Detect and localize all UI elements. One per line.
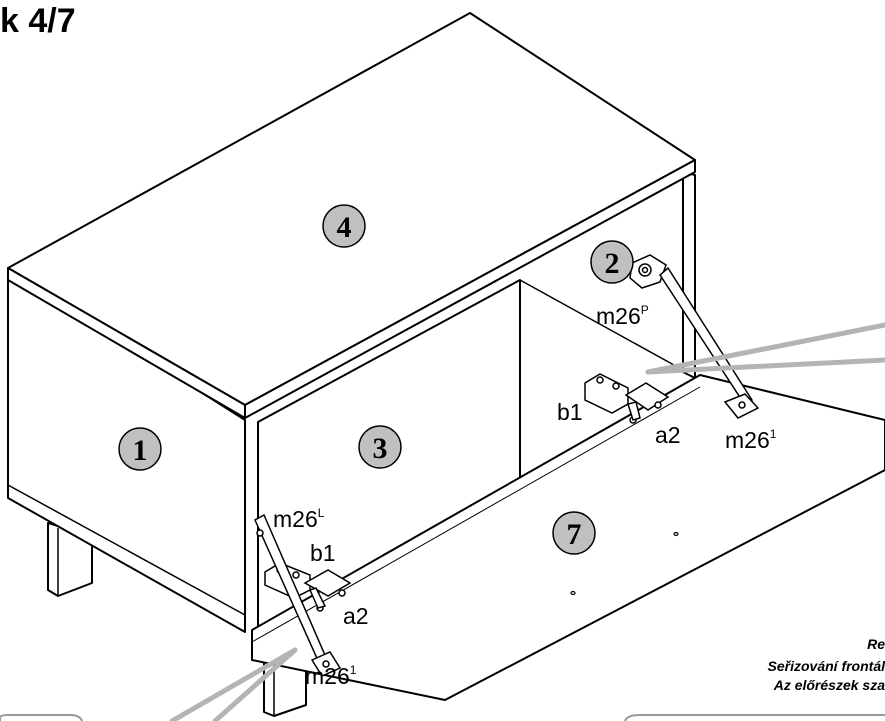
step-title: k 4/7 <box>0 2 76 40</box>
label-m26l: m26L <box>273 506 325 532</box>
part-2-marker <box>590 240 634 284</box>
stay-arm-left <box>254 513 342 677</box>
part-3-label: 3 <box>373 432 388 465</box>
part-4-label: 4 <box>337 211 352 244</box>
side-panel-right <box>682 171 696 379</box>
part-7-marker <box>552 511 596 555</box>
callout-frame-right <box>624 714 885 721</box>
part-1-label: 1 <box>133 434 148 467</box>
part-2-label: 2 <box>605 247 620 280</box>
part-3-marker <box>358 425 402 469</box>
label-a2-right: a2 <box>655 422 681 448</box>
note-line-2: Seřizování frontál <box>767 658 885 674</box>
label-b1-right: b1 <box>557 399 583 425</box>
label-m26-1-left: m261 <box>305 663 357 689</box>
label-b1-left: b1 <box>310 540 336 566</box>
part-4-marker <box>322 204 366 248</box>
hinge-right <box>584 373 670 424</box>
part-1-marker <box>118 427 162 471</box>
callout-frame-left <box>0 714 83 721</box>
note-line-3: Az előrészek sza <box>773 677 885 693</box>
stay-arm-right <box>629 254 760 419</box>
pointer-lines <box>169 322 885 721</box>
note-line-1: Re <box>867 636 885 652</box>
label-a2-left: a2 <box>343 603 369 629</box>
part-7-label: 7 <box>567 518 582 551</box>
label-m26-1-right: m261 <box>725 427 777 453</box>
label-m26p: m26P <box>596 303 649 329</box>
